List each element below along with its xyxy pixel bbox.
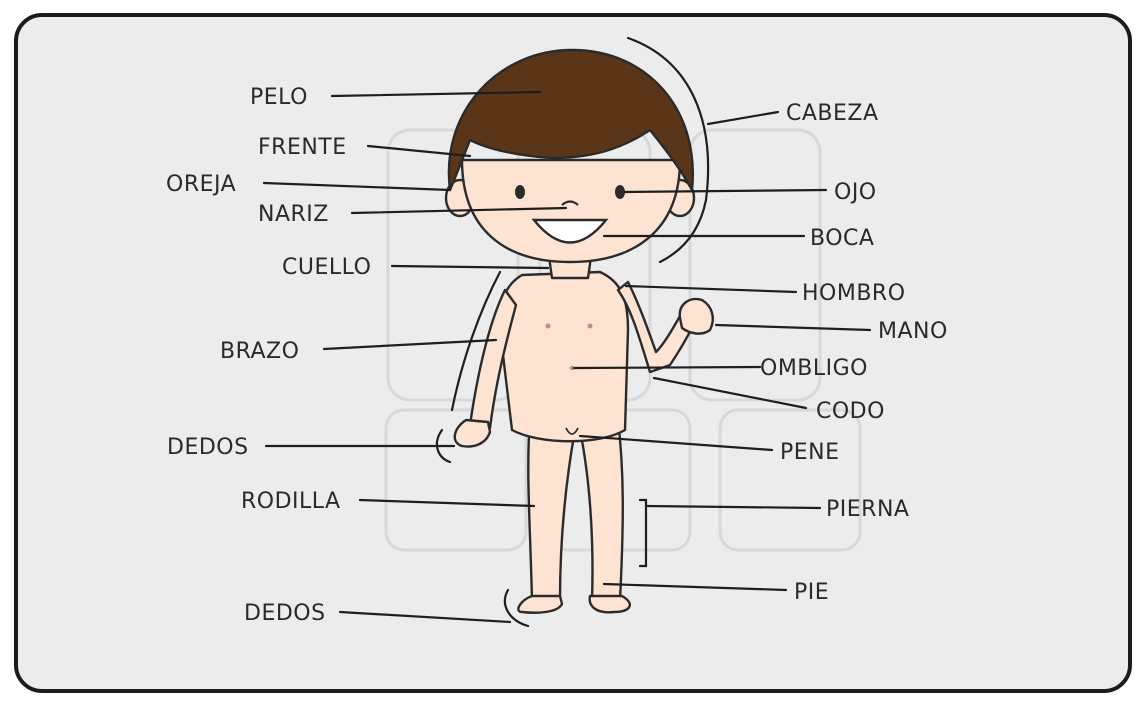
label-pelo: PELO [250,85,308,110]
label-dedos-mano: DEDOS [167,435,249,460]
label-pie: PIE [794,580,829,605]
right-eye [615,185,625,199]
torso [498,270,630,443]
right-foot [588,594,632,614]
label-nariz: NARIZ [258,202,329,227]
label-boca: BOCA [810,226,874,251]
mouth [531,218,609,244]
hair [447,48,695,192]
label-codo: CODO [816,399,885,424]
brackets [435,36,710,628]
label-dedos-pie: DEDOS [244,601,326,626]
right-leg [578,418,624,602]
label-pene: PENE [780,440,840,465]
label-ombligo: OMBLIGO [760,356,868,381]
leader-lines [262,90,872,624]
label-cuello: CUELLO [282,255,371,280]
label-pierna: PIERNA [826,497,909,522]
right-hand [678,297,714,335]
label-hombro: HOMBRO [802,281,906,306]
left-eye [515,185,525,199]
label-brazo: BRAZO [220,339,299,364]
left-hand [453,418,492,448]
label-rodilla: RODILLA [241,489,341,514]
left-foot [517,594,564,614]
face [460,158,682,264]
label-oreja: OREJA [166,172,236,197]
label-mano: MANO [878,319,948,344]
boy-figure [444,48,714,614]
labels-left: PELO FRENTE OREJA NARIZ CUELLO BRAZO DED… [166,85,371,626]
nose [561,200,579,206]
left-leg [527,418,577,602]
label-frente: FRENTE [258,135,347,160]
labels-right: CABEZA OJO BOCA HOMBRO MANO OMBLIGO CODO… [760,101,948,605]
label-ojo: OJO [834,180,877,205]
label-cabeza: CABEZA [786,101,879,126]
